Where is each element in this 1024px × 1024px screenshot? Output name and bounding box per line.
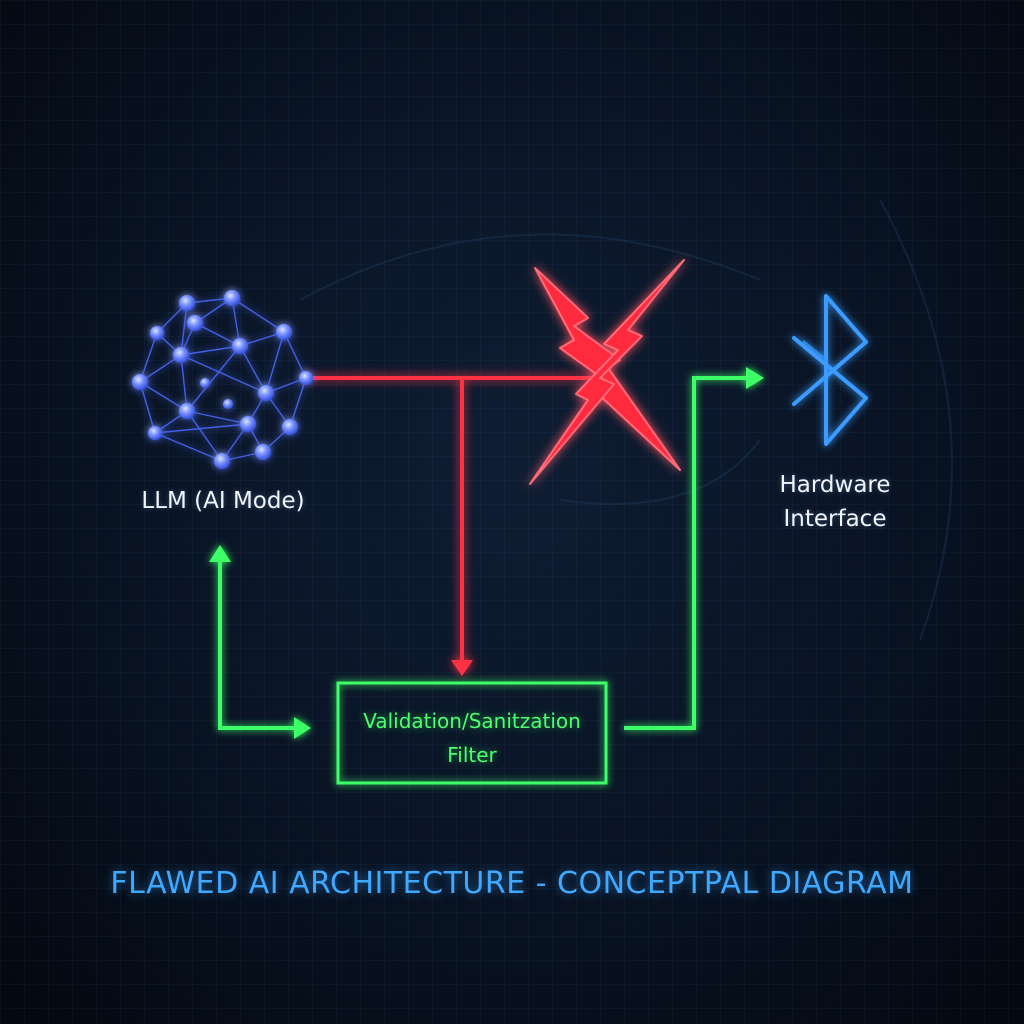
filter-box xyxy=(336,681,608,785)
green-arrowhead-right-hardware xyxy=(746,367,764,389)
hardware-label-line1: Hardware xyxy=(779,472,891,498)
hardware-label-line2: Interface xyxy=(783,506,887,532)
green-arrowhead-up xyxy=(209,545,231,562)
bluetooth-icon xyxy=(792,294,868,446)
filter-label-line2: Filter xyxy=(447,743,497,767)
diagram-title: FLAWED AI ARCHITECTURE - CONCEPTPAL DIAG… xyxy=(110,866,914,901)
green-input-path xyxy=(218,560,296,730)
neural-network-icon xyxy=(132,290,313,469)
filter-label-line1: Validation/Sanitzation xyxy=(363,709,581,733)
red-lightning-x-icon xyxy=(529,259,685,485)
green-arrowhead-right-filter xyxy=(294,717,311,739)
red-arrowhead xyxy=(451,660,473,676)
llm-label: LLM (AI Mode) xyxy=(141,488,305,514)
hardware-interface-label: Hardware Interface xyxy=(740,468,930,536)
green-output-path xyxy=(624,376,748,730)
background-arcs xyxy=(299,199,953,641)
red-direct-path xyxy=(306,376,598,676)
filter-label: Validation/Sanitzation Filter xyxy=(338,704,606,772)
